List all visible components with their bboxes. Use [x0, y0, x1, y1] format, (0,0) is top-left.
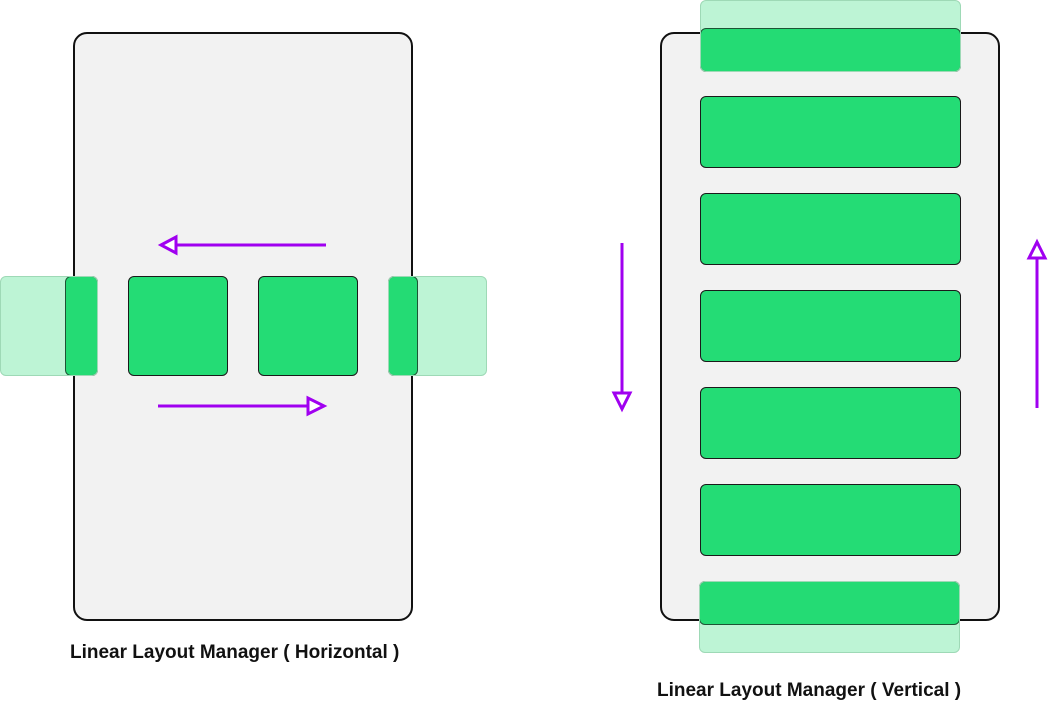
vertical-item — [700, 290, 961, 362]
horizontal-caption: Linear Layout Manager ( Horizontal ) — [70, 642, 400, 663]
vertical-partial-item-top — [700, 28, 961, 72]
scroll-down-arrow-icon — [611, 243, 633, 413]
scroll-right-arrow-icon — [158, 395, 328, 417]
horizontal-item — [128, 276, 228, 376]
vertical-item — [700, 484, 961, 556]
horizontal-partial-item-left — [65, 276, 98, 376]
horizontal-item — [258, 276, 358, 376]
vertical-offscreen-item-bottom — [699, 581, 960, 653]
vertical-caption: Linear Layout Manager ( Vertical ) — [657, 680, 962, 701]
scroll-up-arrow-icon — [1026, 238, 1048, 408]
horizontal-offscreen-item-left — [0, 276, 98, 376]
vertical-item — [700, 193, 961, 265]
vertical-item — [700, 387, 961, 459]
vertical-offscreen-item-top — [700, 0, 961, 72]
vertical-item — [700, 96, 961, 168]
scroll-left-arrow-icon — [157, 234, 326, 256]
horizontal-offscreen-item-right — [388, 276, 487, 376]
